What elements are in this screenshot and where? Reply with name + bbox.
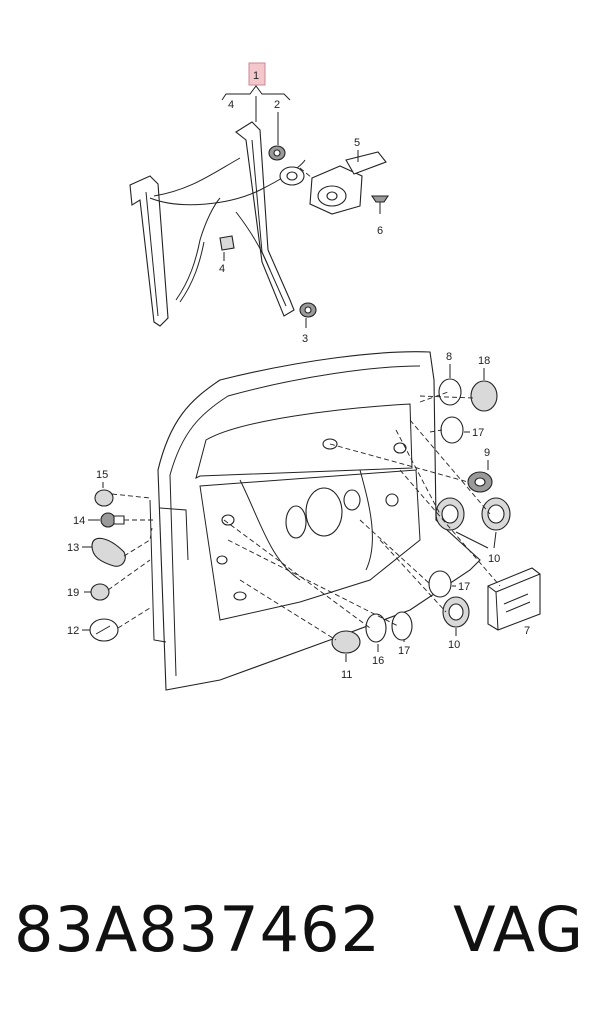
callout-5: 5 [354, 137, 360, 149]
callout-7: 7 [524, 625, 530, 637]
callout-16: 16 [372, 655, 384, 667]
callout-17-top: 17 [472, 427, 484, 439]
callout-11: 11 [341, 669, 352, 681]
callout-4-clip: 4 [219, 263, 225, 275]
callout-10-upper: 10 [488, 553, 500, 565]
door-plugs-and-seals: 8 18 17 9 10 17 10 16 [223, 351, 541, 681]
callout-8: 8 [446, 351, 452, 363]
exploded-parts-diagram: 1 4 2 4 3 [67, 62, 541, 691]
callout-19: 19 [67, 587, 79, 599]
callout-12: 12 [67, 625, 79, 637]
callout-6: 6 [377, 225, 383, 237]
callout-9: 9 [484, 447, 490, 459]
callout-15: 15 [96, 469, 108, 481]
callout-17-low: 17 [398, 645, 410, 657]
callout-13: 13 [67, 542, 79, 554]
door-inner-panel [149, 351, 481, 691]
callout-1-highlight [248, 62, 266, 86]
part-number: 83A837462 [14, 893, 381, 966]
callout-17-mid: 17 [458, 581, 470, 593]
callout-1: 1 [253, 70, 259, 82]
callout-3: 3 [302, 333, 308, 345]
callout-18: 18 [478, 355, 490, 367]
callout-4-top: 4 [228, 99, 234, 111]
brand-label: VAG [453, 893, 584, 966]
callout-2: 2 [274, 99, 280, 111]
window-regulator-assembly: 1 4 2 4 3 [129, 62, 390, 345]
left-fasteners: 15 14 13 19 12 [67, 469, 156, 642]
callout-14: 14 [73, 515, 85, 527]
callout-10-lower: 10 [448, 639, 460, 651]
